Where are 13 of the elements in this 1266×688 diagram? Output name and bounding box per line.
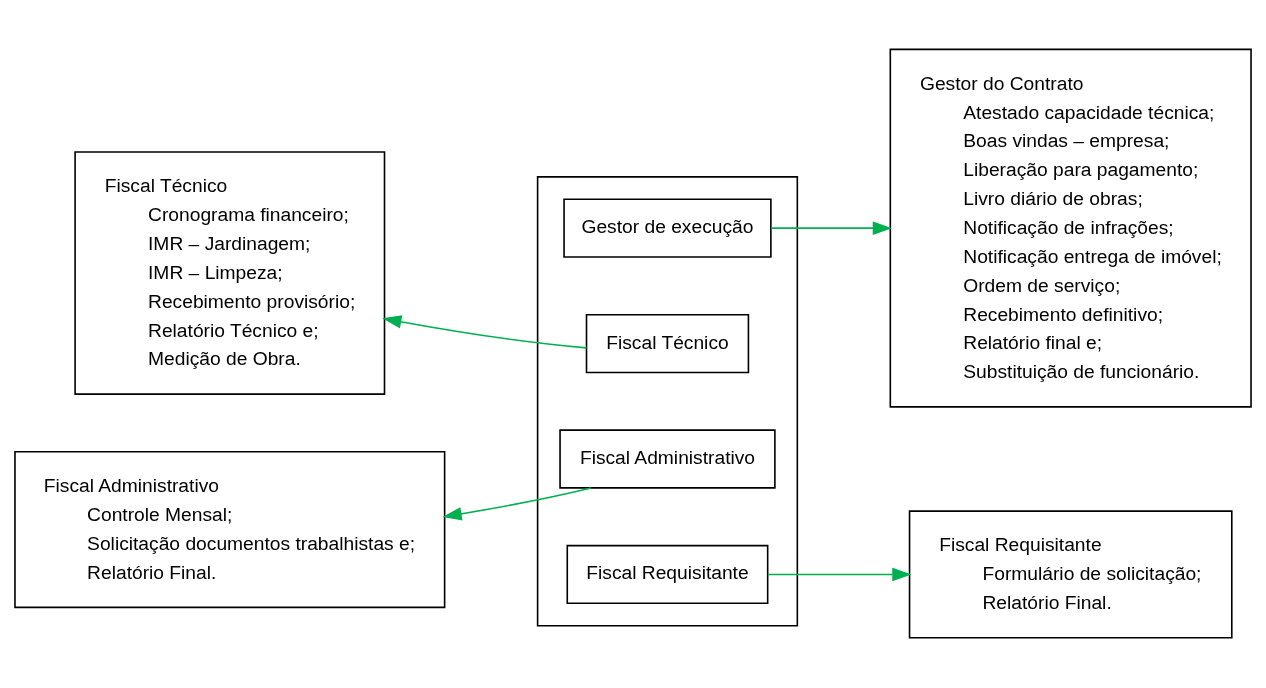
arrow bbox=[767, 567, 912, 582]
node-box: Fiscal Técnico Cronograma financeiro; IMR – Jardinagem; IMR – Limpeza; Recebimento provisório; Relatório Técnico e; Medição de Obra. bbox=[74, 151, 386, 395]
node-box: Gestor do Contrato Atestado capacidade técnica; Boas vindas – empresa; Liberação para pagamento; Livro diário de obras; Notificação de infrações; Notificação entrega de imóvel; Ordem de serviço; Recebimento definitivo; Relatório final e; Substituição de funcionário. bbox=[889, 48, 1252, 408]
node-box: Gestor de execução bbox=[563, 198, 772, 258]
node-box: Fiscal Técnico bbox=[585, 313, 750, 374]
arrow bbox=[770, 221, 892, 235]
cluster bbox=[536, 176, 799, 627]
arrow bbox=[442, 487, 592, 521]
node-box: Fiscal Requisitante Formulário de solicitação; Relatório Final. bbox=[908, 510, 1233, 639]
node-box: Fiscal Administrativo bbox=[559, 429, 776, 489]
node-box: Fiscal Administrativo Controle Mensal; Solicitação documentos trabalhistas e; Relatório Final. bbox=[14, 451, 446, 609]
arrow bbox=[382, 315, 588, 349]
node-box: Fiscal Requisitante bbox=[566, 544, 769, 605]
